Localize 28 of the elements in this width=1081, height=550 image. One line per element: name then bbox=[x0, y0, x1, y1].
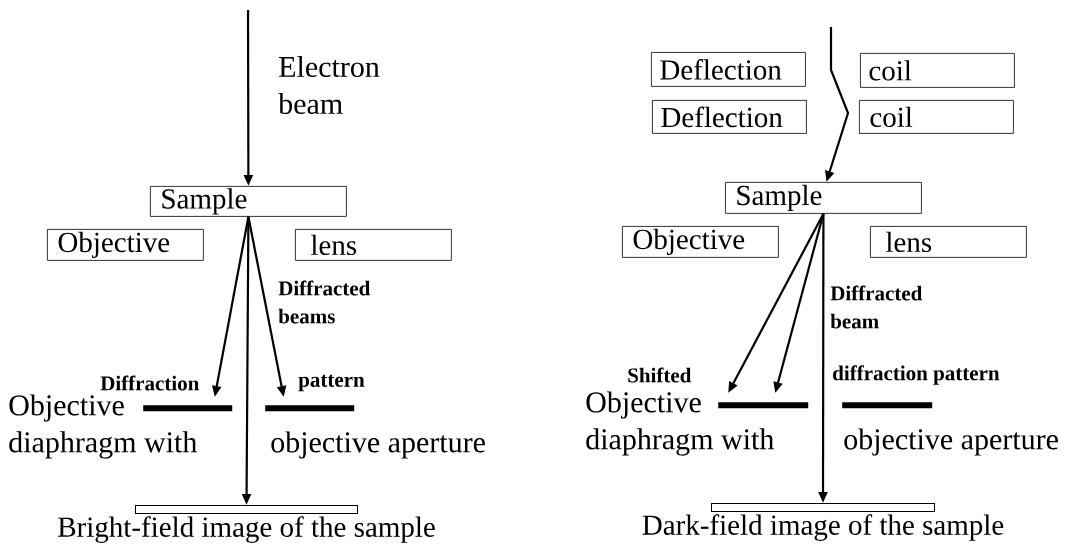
diaphragm-label: objective aperture bbox=[271, 431, 485, 459]
diaphragm-bar bbox=[265, 405, 355, 412]
beam-label: Electron beam bbox=[278, 55, 380, 115]
diaphragm-bar bbox=[143, 405, 233, 412]
lens-box: Objective bbox=[622, 226, 779, 258]
diaphragm-bar bbox=[842, 402, 933, 409]
sample-box: Sample bbox=[725, 182, 922, 214]
beam-label: Diffracted beams bbox=[278, 280, 371, 324]
image-plate bbox=[711, 503, 935, 512]
deflection-coil-box: coil bbox=[860, 53, 1015, 88]
lens-box: lens bbox=[870, 226, 1027, 258]
deflection-coil-box: Deflection bbox=[651, 52, 806, 87]
image-caption: Dark-field image of the sample bbox=[642, 514, 1004, 541]
deflection-coil-box: Deflection bbox=[652, 100, 807, 134]
image-plate bbox=[135, 505, 358, 514]
diaphragm-label: Objective bbox=[9, 394, 124, 422]
diaphragm-bar bbox=[718, 402, 809, 409]
sample-box: Sample bbox=[150, 186, 347, 217]
diaphragm-label: Objective bbox=[586, 391, 701, 419]
diaphragm-label: diaphragm with bbox=[9, 431, 197, 459]
diaphragm-label: objective aperture bbox=[844, 428, 1058, 456]
diaphragm-label: diaphragm with bbox=[586, 428, 774, 456]
deflection-coil-box: coil bbox=[859, 100, 1014, 134]
beam-label: Diffracted beam bbox=[830, 285, 923, 329]
lens-box: Objective bbox=[47, 229, 204, 261]
lens-box: lens bbox=[295, 229, 452, 261]
pattern-label: diffraction pattern bbox=[833, 365, 1000, 385]
image-caption: Bright-field image of the sample bbox=[58, 516, 435, 543]
